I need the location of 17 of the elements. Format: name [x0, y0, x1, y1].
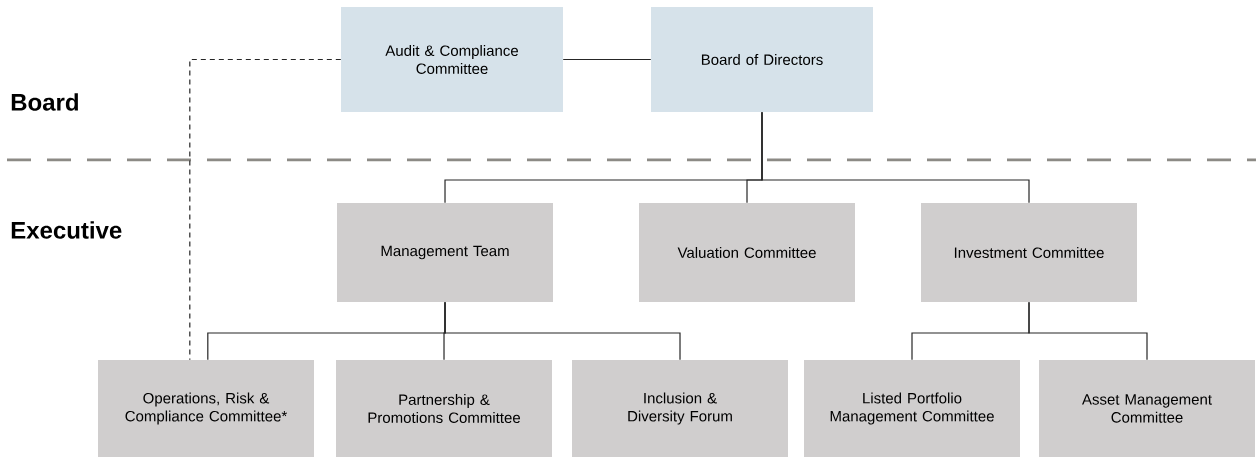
connector	[1028, 301, 1148, 361]
committee-box: Operations, Risk & Compliance Committee*	[98, 360, 314, 457]
committee-box: Valuation Committee	[639, 203, 855, 302]
committee-box: Audit & Compliance Committee	[341, 7, 563, 112]
connector	[189, 58, 342, 361]
tier-label: Board	[11, 93, 78, 111]
committee-box: Asset Management Committee	[1039, 360, 1255, 457]
connector	[562, 58, 652, 61]
connector	[444, 301, 681, 361]
committee-box: Inclusion & Diversity Forum	[572, 360, 788, 457]
committee-box: Listed Portfolio Management Committee	[804, 360, 1020, 457]
committee-box: Board of Directors	[651, 7, 873, 112]
connector	[761, 111, 1030, 204]
committee-box: Investment Committee	[921, 203, 1137, 302]
committee-box: Partnership & Promotions Committee	[336, 360, 552, 457]
tier-label: Executive	[11, 221, 122, 239]
committee-box: Management Team	[337, 203, 553, 302]
